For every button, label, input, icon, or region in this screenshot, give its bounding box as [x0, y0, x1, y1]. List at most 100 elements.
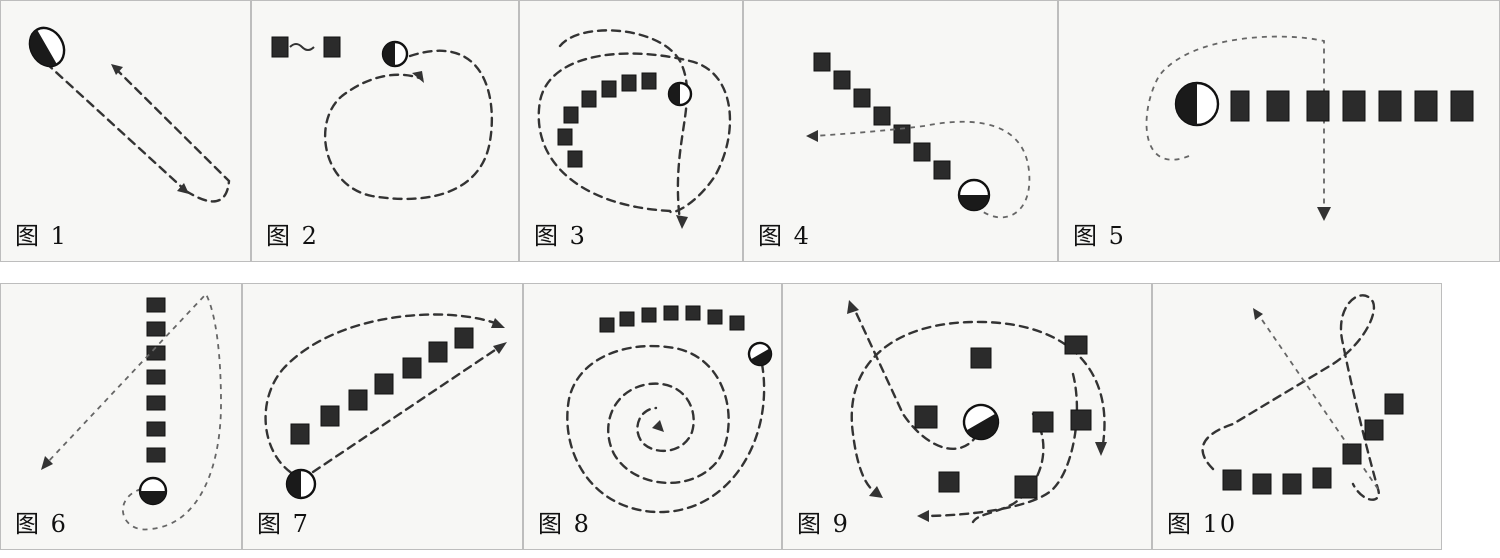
domino	[893, 124, 911, 144]
ball	[957, 178, 991, 212]
domino	[1342, 443, 1362, 465]
domino	[641, 72, 657, 90]
figure-7: 图 7	[242, 283, 523, 550]
domino	[970, 347, 992, 369]
trajectory-long	[558, 29, 689, 223]
domino	[938, 471, 960, 493]
arrow-head	[847, 300, 859, 314]
figure-4-diagram	[806, 52, 1031, 219]
trajectory-out	[44, 61, 188, 193]
domino	[914, 405, 938, 429]
trajectory-return	[114, 67, 231, 203]
domino	[1252, 473, 1272, 495]
domino	[146, 345, 166, 361]
domino	[1342, 90, 1366, 122]
domino	[348, 389, 368, 411]
domino-row	[271, 36, 341, 58]
trajectory-loop	[1201, 294, 1380, 501]
domino	[1230, 90, 1250, 122]
figure-8: 图 8	[523, 283, 782, 550]
figure-caption: 图 1	[15, 222, 68, 250]
figure-4: 图 4	[743, 0, 1058, 262]
domino-row	[599, 305, 745, 333]
dominoes	[914, 335, 1092, 499]
trajectory-outer	[850, 320, 1106, 496]
arrow-head	[41, 456, 53, 470]
figure-2: 图 2	[251, 0, 519, 262]
figure-caption: 图 8	[538, 510, 591, 538]
domino-column	[146, 297, 166, 463]
figure-2-diagram	[271, 36, 494, 201]
arrow-head	[676, 215, 688, 229]
ball	[667, 81, 693, 107]
arrow-head	[1253, 308, 1263, 320]
arrow-head	[1095, 442, 1107, 456]
domino	[873, 106, 891, 126]
figure-1: 图 1	[0, 0, 251, 262]
domino	[833, 70, 851, 90]
trajectory-spiral	[566, 344, 766, 514]
figure-caption: 图 9	[797, 510, 850, 538]
ball	[1174, 81, 1220, 127]
domino	[707, 309, 723, 325]
domino-arc	[1222, 393, 1404, 495]
figure-7-diagram	[264, 313, 507, 500]
arrow-head	[917, 510, 929, 522]
domino	[1364, 419, 1384, 441]
figure-10-diagram	[1201, 294, 1404, 501]
figure-6: 图 6	[0, 283, 242, 550]
domino	[563, 106, 579, 124]
domino	[913, 142, 931, 162]
domino	[1384, 393, 1404, 415]
domino-row	[1230, 90, 1474, 122]
domino	[599, 317, 615, 333]
domino	[1450, 90, 1474, 122]
domino	[933, 160, 951, 180]
domino	[146, 321, 166, 337]
trajectory-inner	[921, 372, 1079, 518]
domino	[663, 305, 679, 321]
figure-caption: 图 5	[1073, 222, 1126, 250]
figure-3-diagram	[537, 29, 732, 229]
domino	[146, 395, 166, 411]
domino	[454, 327, 474, 349]
domino	[685, 305, 701, 321]
arrow-head	[412, 71, 424, 83]
figure-caption: 图 7	[257, 510, 310, 538]
domino	[1312, 467, 1332, 489]
trajectory-lower	[311, 344, 503, 474]
figure-8-diagram	[566, 305, 773, 514]
trajectory	[323, 49, 494, 201]
link	[289, 43, 315, 51]
figure-9: 图 9	[782, 283, 1152, 550]
figure-caption: 图 10	[1167, 510, 1238, 538]
trajectory	[537, 52, 732, 214]
ball	[962, 403, 1000, 441]
domino-diagonal	[813, 52, 951, 180]
arrow-head	[1317, 207, 1331, 221]
arrow-head	[652, 420, 664, 432]
domino	[1032, 411, 1054, 433]
trajectory	[813, 120, 1031, 219]
figure-5: 图 5	[1058, 0, 1500, 262]
domino	[146, 369, 166, 385]
domino	[621, 74, 637, 92]
domino-diagonal	[290, 327, 474, 445]
domino	[813, 52, 831, 72]
domino	[1266, 90, 1290, 122]
domino	[1378, 90, 1402, 122]
arrow-head	[493, 342, 507, 354]
domino	[271, 36, 289, 58]
domino	[1064, 335, 1088, 355]
arrow-head	[806, 130, 818, 142]
domino	[323, 36, 341, 58]
figure-3: 图 3	[519, 0, 743, 262]
figure-caption: 图 4	[758, 222, 811, 250]
ball	[138, 476, 168, 506]
domino	[853, 88, 871, 108]
domino	[374, 373, 394, 395]
trajectory	[45, 292, 222, 531]
domino	[402, 357, 422, 379]
ball	[28, 26, 66, 68]
figure-caption: 图 3	[534, 222, 587, 250]
